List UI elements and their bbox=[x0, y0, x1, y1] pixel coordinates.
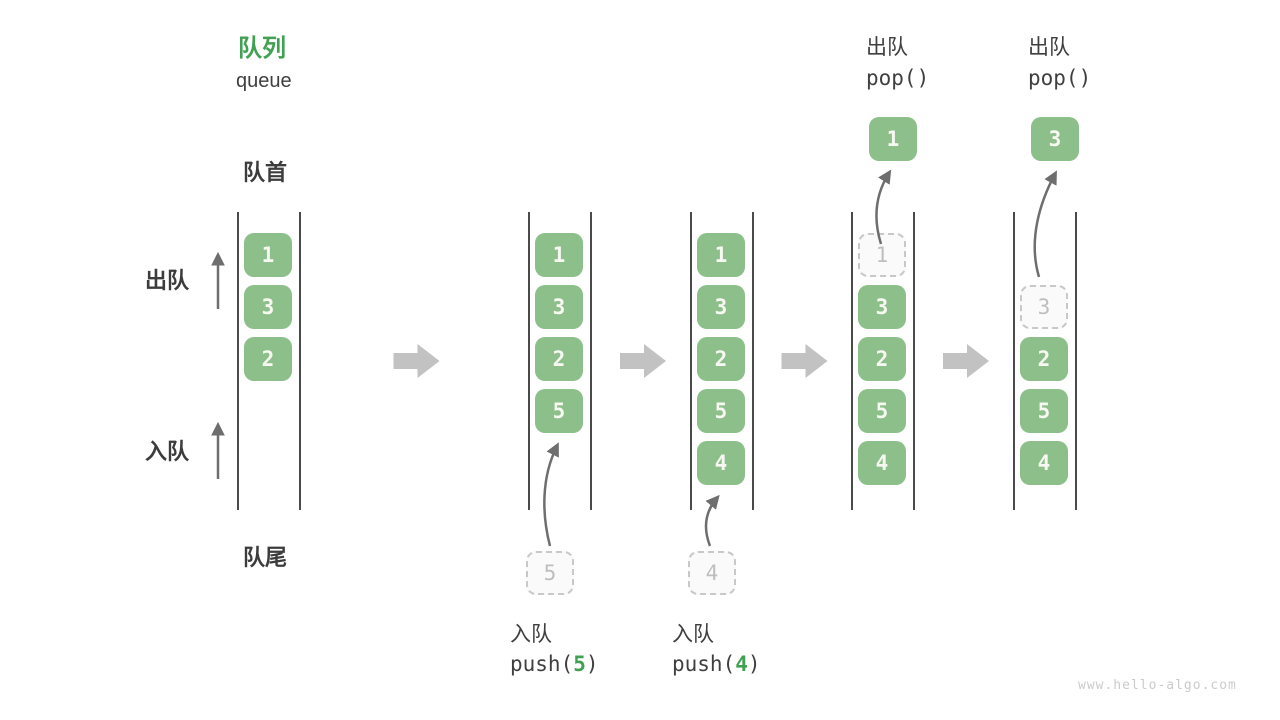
enqueue-arg: 4 bbox=[735, 652, 748, 676]
incoming-element-box: 5 bbox=[526, 551, 574, 595]
queue-slot-removed: 3 bbox=[1020, 285, 1068, 329]
queue-slot: 4 bbox=[697, 441, 745, 485]
enqueue-op-code: push(5) bbox=[510, 652, 599, 676]
dequeue-op-code: pop() bbox=[1028, 66, 1092, 90]
watermark: www.hello-algo.com bbox=[1078, 678, 1237, 693]
queue-slot: 5 bbox=[697, 389, 745, 433]
queue-slot-removed: 1 bbox=[858, 233, 906, 277]
dequeue-op-code: pop() bbox=[866, 66, 930, 90]
popped-element-box: 3 bbox=[1031, 117, 1079, 161]
queue-slot: 5 bbox=[1020, 389, 1068, 433]
queue-slot: 4 bbox=[858, 441, 906, 485]
queue-slot: 2 bbox=[244, 337, 292, 381]
queue-channel-left-line bbox=[237, 212, 239, 510]
queue-rear-label: 队尾 bbox=[243, 545, 288, 570]
diagram-title-en: queue bbox=[236, 70, 292, 92]
queue-channel-right-line bbox=[1075, 212, 1077, 510]
dequeue-direction-label: 出队 bbox=[145, 268, 190, 293]
queue-channel-right-line bbox=[590, 212, 592, 510]
queue-slot: 2 bbox=[535, 337, 583, 381]
queue-front-label: 队首 bbox=[243, 160, 288, 185]
queue-channel-right-line bbox=[299, 212, 301, 510]
dequeue-op-label: 出队 bbox=[866, 36, 908, 59]
queue-slot: 3 bbox=[697, 285, 745, 329]
queue-channel-right-line bbox=[913, 212, 915, 510]
queue-slot: 3 bbox=[244, 285, 292, 329]
enqueue-op-label: 入队 bbox=[510, 623, 552, 646]
queue-channel-right-line bbox=[752, 212, 754, 510]
queue-slot: 1 bbox=[244, 233, 292, 277]
enqueue-op-code: push(4) bbox=[672, 652, 761, 676]
queue-channel-left-line bbox=[1013, 212, 1015, 510]
queue-slot: 3 bbox=[535, 285, 583, 329]
queue-slot: 5 bbox=[535, 389, 583, 433]
enqueue-direction-label: 入队 bbox=[145, 439, 190, 464]
popped-element-box: 1 bbox=[869, 117, 917, 161]
enqueue-arg: 5 bbox=[573, 652, 586, 676]
queue-channel-left-line bbox=[851, 212, 853, 510]
dequeue-op-label: 出队 bbox=[1028, 36, 1070, 59]
enqueue-op-label: 入队 bbox=[672, 623, 714, 646]
queue-slot: 3 bbox=[858, 285, 906, 329]
diagram-title-zh: 队列 bbox=[238, 35, 286, 62]
queue-slot: 5 bbox=[858, 389, 906, 433]
queue-slot: 1 bbox=[535, 233, 583, 277]
queue-slot: 2 bbox=[697, 337, 745, 381]
queue-slot: 2 bbox=[858, 337, 906, 381]
queue-channel-left-line bbox=[690, 212, 692, 510]
queue-channel-left-line bbox=[528, 212, 530, 510]
queue-slot: 1 bbox=[697, 233, 745, 277]
queue-slot: 4 bbox=[1020, 441, 1068, 485]
queue-slot: 2 bbox=[1020, 337, 1068, 381]
incoming-element-box: 4 bbox=[688, 551, 736, 595]
